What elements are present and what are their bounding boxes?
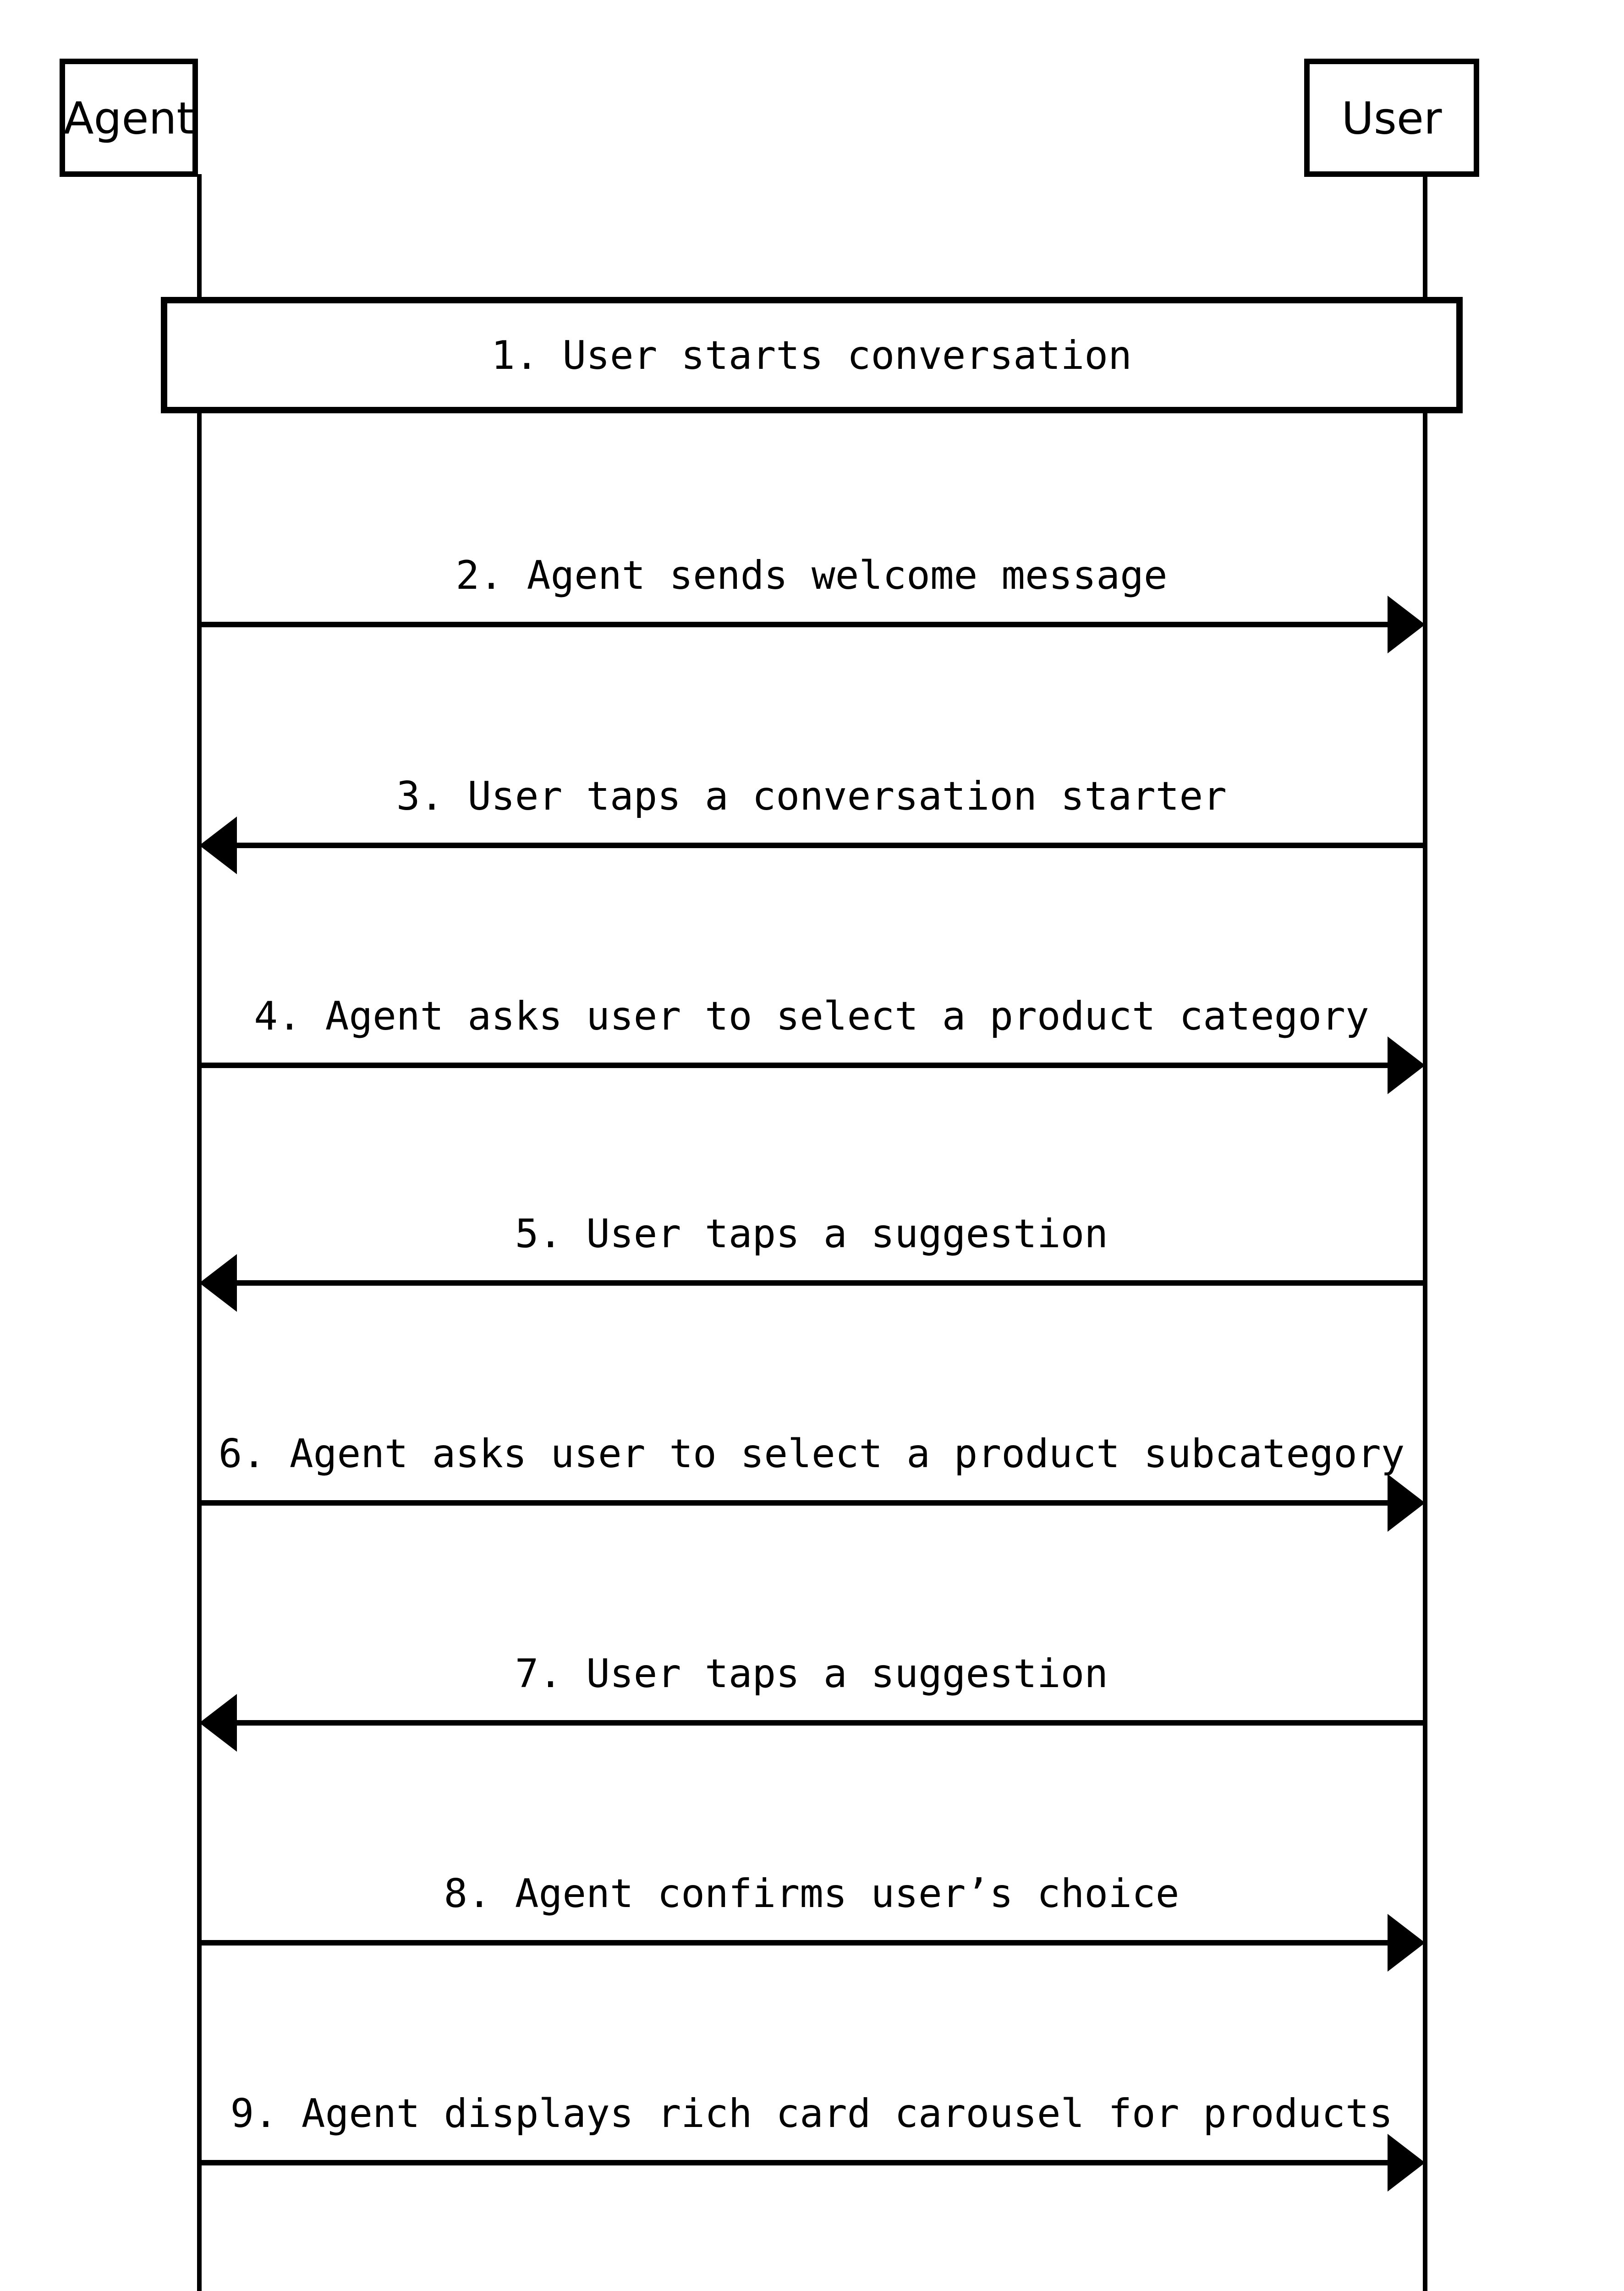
message-5-user-taps-a-suggestion[interactable]: 5. User taps a suggestion: [199, 1211, 1425, 1312]
message-4-arrowhead-right: [1388, 1036, 1425, 1094]
participant-label-user: User: [1342, 93, 1442, 144]
note-user-starts-conversation[interactable]: 1. User starts conversation: [161, 297, 1463, 413]
message-2-agent-sends-welcome-message[interactable]: 2. Agent sends welcome message: [199, 553, 1425, 653]
participant-header-agent[interactable]: Agent: [60, 59, 198, 177]
message-4-agent-asks-user-to-select-a-product-category[interactable]: 4. Agent asks user to select a product c…: [199, 993, 1425, 1094]
participant-box-agent-rect: [60, 59, 198, 177]
message-9-label: 9. Agent displays rich card carousel for…: [230, 2091, 1393, 2137]
message-2-arrowhead-right: [1388, 596, 1425, 653]
message-9-agent-displays-rich-card-carousel-for-products[interactable]: 9. Agent displays rich card carousel for…: [199, 2091, 1425, 2192]
message-6-label: 6. Agent asks user to select a product s…: [219, 1431, 1405, 1477]
message-7-label: 7. User taps a suggestion: [515, 1651, 1108, 1697]
message-8-label: 8. Agent confirms user’s choice: [444, 1871, 1179, 1917]
message-6-arrowhead-right: [1388, 1474, 1425, 1532]
message-8-agent-confirms-users-choice[interactable]: 8. Agent confirms user’s choice: [199, 1871, 1425, 1972]
participant-label-agent: Agent: [64, 93, 194, 144]
message-5-arrowhead-left: [199, 1254, 237, 1312]
participant-header-user[interactable]: User: [1304, 59, 1479, 177]
message-4-label: 4. Agent asks user to select a product c…: [254, 993, 1369, 1039]
message-7-arrowhead-left: [199, 1694, 237, 1752]
message-7-user-taps-a-suggestion[interactable]: 7. User taps a suggestion: [199, 1651, 1425, 1752]
message-5-label: 5. User taps a suggestion: [515, 1211, 1108, 1257]
message-3-label: 3. User taps a conversation starter: [396, 773, 1227, 819]
participant-box-user-rect: [1304, 59, 1479, 177]
message-3-arrowhead-left: [199, 817, 237, 874]
message-2-label: 2. Agent sends welcome message: [455, 553, 1167, 598]
note-box-rect: [161, 297, 1463, 413]
message-8-arrowhead-right: [1388, 1914, 1425, 1972]
message-9-arrowhead-right: [1388, 2134, 1425, 2192]
message-6-agent-asks-user-to-select-a-product-subcategory[interactable]: 6. Agent asks user to select a product s…: [199, 1431, 1425, 1532]
note-text: 1. User starts conversation: [491, 333, 1132, 378]
message-3-user-taps-a-conversation-starter[interactable]: 3. User taps a conversation starter: [199, 773, 1425, 874]
